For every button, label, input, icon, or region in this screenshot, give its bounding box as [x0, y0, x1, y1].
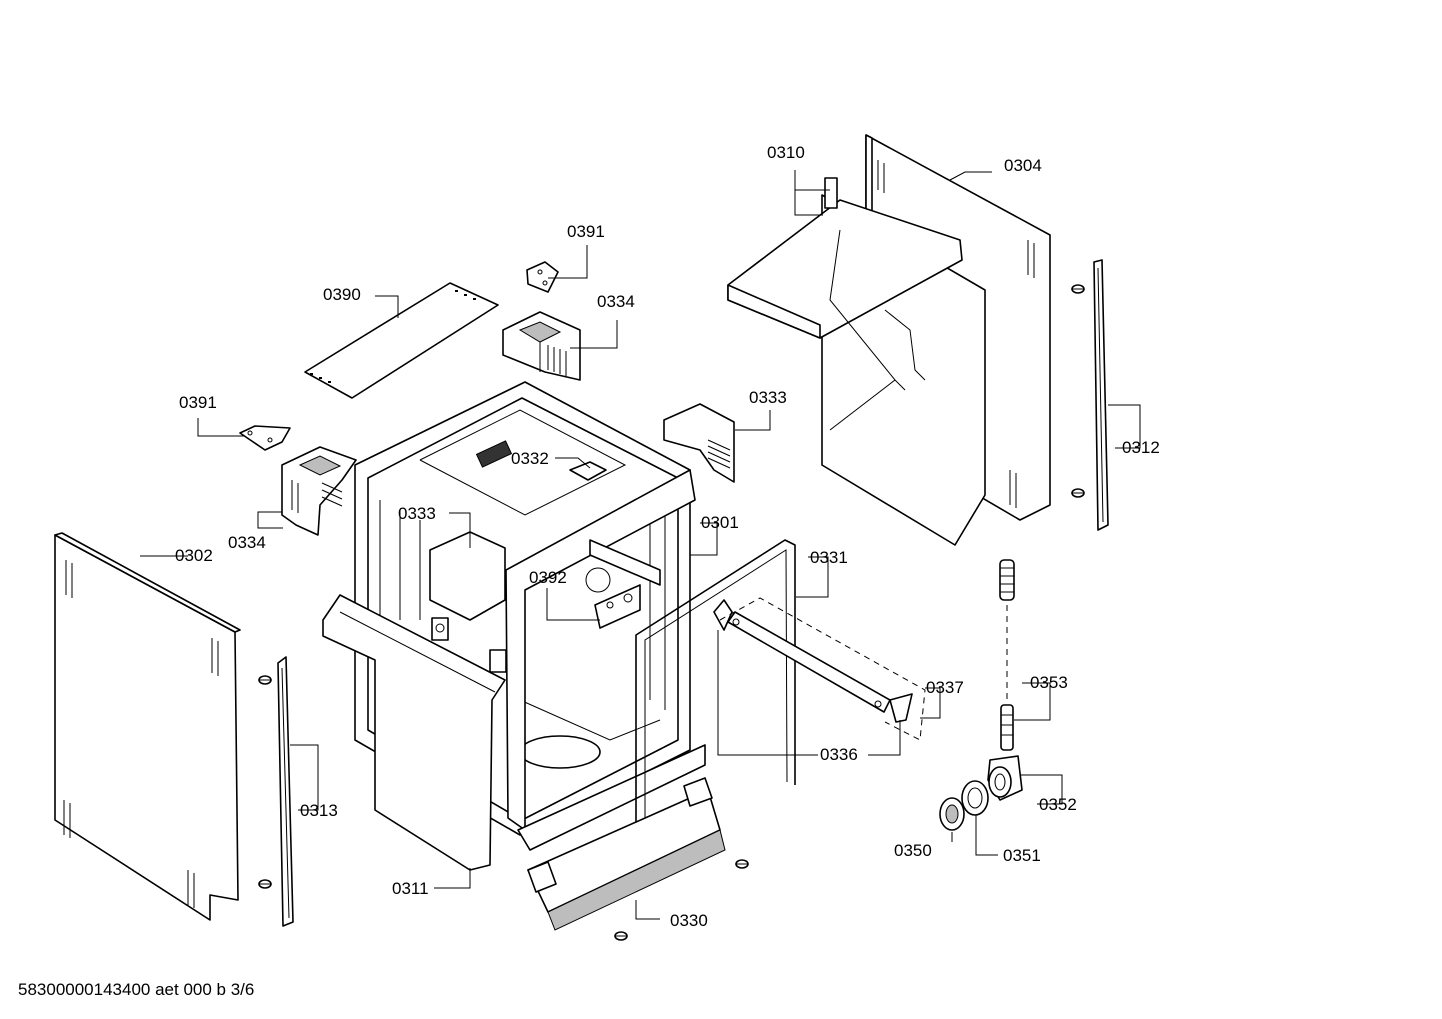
label-0391-top: 0391 — [567, 222, 605, 241]
part-0333-corner-block-right — [663, 403, 735, 483]
label-0312: 0312 — [1122, 438, 1160, 457]
part-0310-top-plate — [727, 177, 986, 546]
label-0313: 0313 — [300, 801, 338, 820]
part-0330-base-rail — [527, 777, 726, 931]
label-0391-left: 0391 — [179, 393, 217, 412]
label-0334-top: 0334 — [597, 292, 635, 311]
label-0352: 0352 — [1039, 795, 1077, 814]
drawing-reference-code: 58300000143400 aet 000 b 3/6 — [18, 980, 255, 999]
screw-icon — [735, 859, 749, 869]
screw-icon — [614, 931, 628, 941]
label-0302: 0302 — [175, 546, 213, 565]
label-0392: 0392 — [529, 568, 567, 587]
label-0336: 0336 — [820, 745, 858, 764]
leader-lines — [140, 170, 1141, 920]
part-0353-hose — [999, 559, 1015, 751]
part-0311-front-cover — [322, 594, 507, 871]
part-0334-hinge-block-top — [502, 311, 581, 381]
screw-icon — [1071, 488, 1085, 498]
label-0332: 0332 — [511, 449, 549, 468]
part-0351-ring — [961, 780, 989, 816]
part-0352-connector — [987, 755, 1023, 801]
part-0331-door-seal — [635, 539, 796, 850]
label-0337: 0337 — [926, 678, 964, 697]
screw-icon — [258, 879, 272, 889]
label-0334-left: 0334 — [228, 533, 266, 552]
part-0391-bracket-left — [239, 425, 291, 451]
part-0333-corner-block-inner — [429, 531, 506, 641]
label-0331: 0331 — [810, 548, 848, 567]
label-0333-right: 0333 — [749, 388, 787, 407]
screw-icon — [1071, 284, 1085, 294]
label-0333-inner: 0333 — [398, 504, 436, 523]
label-0330: 0330 — [670, 911, 708, 930]
part-0336-rail — [713, 599, 913, 723]
label-0353: 0353 — [1030, 673, 1068, 692]
part-0302-side-panel — [54, 532, 241, 921]
part-0313-trim-strip — [277, 656, 294, 927]
label-0301: 0301 — [701, 513, 739, 532]
label-0351: 0351 — [1003, 846, 1041, 865]
part-0350-cap — [939, 797, 965, 831]
label-0311: 0311 — [392, 879, 429, 898]
label-0304: 0304 — [1004, 156, 1042, 175]
label-0390: 0390 — [323, 285, 361, 304]
part-0391-bracket-top — [526, 261, 559, 293]
part-0334-hinge-block-left — [281, 446, 357, 536]
part-0312-trim-strip — [1093, 259, 1109, 531]
part-labels: 0310 0304 0391 0390 0334 0391 0333 0312 … — [175, 143, 1160, 930]
label-0350: 0350 — [894, 841, 932, 860]
label-0310: 0310 — [767, 143, 805, 162]
part-0390-cover-strip — [304, 282, 499, 399]
screw-icon — [258, 675, 272, 685]
